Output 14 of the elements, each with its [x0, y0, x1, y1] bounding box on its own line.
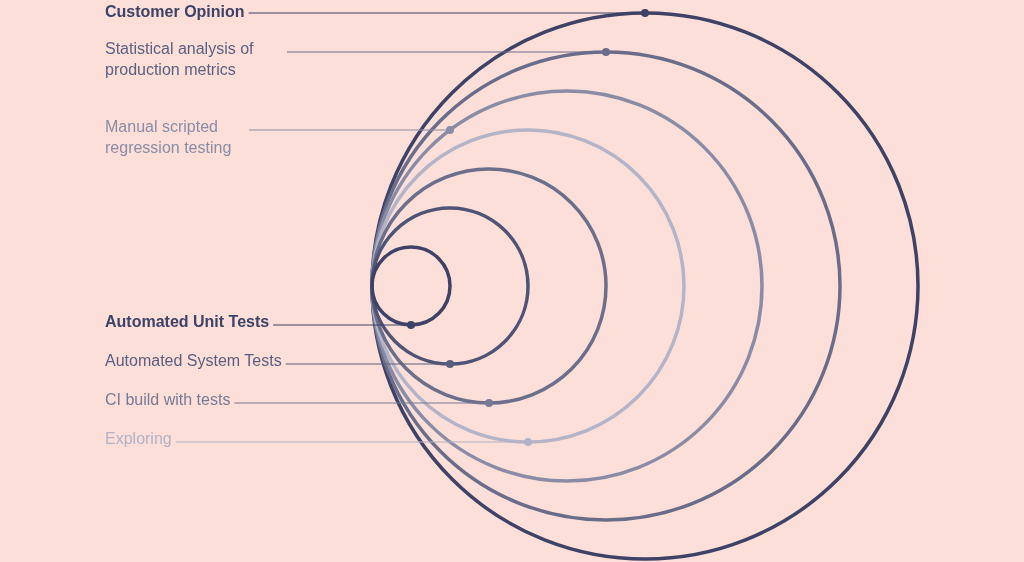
label-text: Statistical analysis of production metrics — [105, 38, 283, 80]
leader-line — [233, 399, 493, 407]
label-text: Manual scripted regression testing — [105, 116, 245, 158]
label-text: Exploring — [105, 428, 172, 449]
label-text: Automated System Tests — [105, 350, 282, 371]
label-text: CI build with tests — [105, 389, 231, 410]
leader-line — [285, 360, 454, 368]
leader-line — [247, 9, 649, 17]
leader-line — [175, 438, 532, 446]
leader-line — [248, 126, 454, 134]
label-text: Customer Opinion — [105, 1, 245, 22]
leader-line — [286, 48, 610, 56]
label-text: Automated Unit Tests — [105, 311, 270, 332]
leader-line — [272, 321, 415, 329]
